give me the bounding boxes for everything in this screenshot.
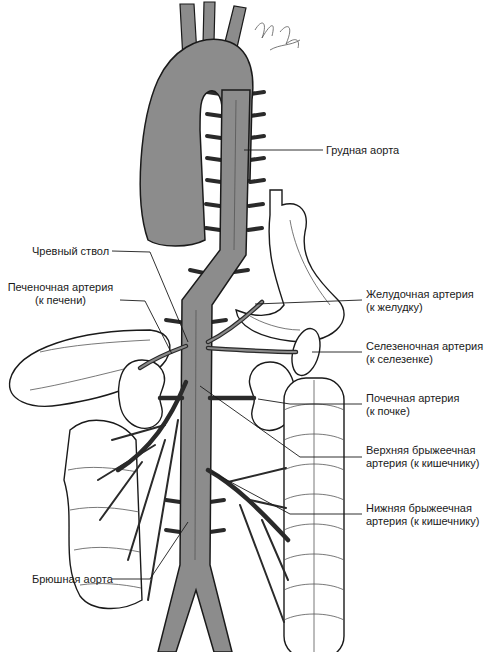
intercostal-artery bbox=[206, 204, 220, 206]
intercostal-artery bbox=[207, 180, 221, 182]
gastric-artery bbox=[208, 302, 262, 342]
anatomy-label: Селезеночная артерия (к селезенке) bbox=[366, 340, 487, 366]
leader-line bbox=[212, 472, 362, 514]
anatomy-label: Нижняя брыжеечная артерия (к кишечнику) bbox=[366, 502, 483, 528]
anatomy-label: Верхняя брыжеечная артерия (к кишечнику) bbox=[366, 444, 483, 470]
anatomy-label: Печеночная артерия (к печени) bbox=[6, 281, 115, 307]
descending-colon bbox=[284, 378, 344, 652]
intercostal-artery bbox=[190, 270, 204, 273]
intercostal-artery bbox=[250, 180, 264, 182]
lumbar-artery bbox=[166, 530, 180, 532]
intercostal-artery bbox=[207, 136, 221, 138]
splenic-artery bbox=[208, 348, 296, 352]
stomach-shading bbox=[250, 220, 330, 330]
lumbar-artery bbox=[210, 500, 224, 502]
anatomy-label: Почечная артерия (к почке) bbox=[366, 392, 463, 418]
hepatic-artery bbox=[140, 346, 186, 368]
lumbar-artery bbox=[166, 320, 180, 322]
leader-line bbox=[258, 399, 362, 404]
intercostal-artery bbox=[207, 114, 221, 116]
intercostal-artery bbox=[249, 204, 263, 206]
lumbar-artery bbox=[210, 530, 224, 532]
lumbar-artery bbox=[212, 320, 226, 322]
splenic-artery bbox=[208, 348, 296, 352]
anatomy-label: Желудочная артерия (к желудку) bbox=[366, 288, 477, 314]
anatomy-label: Брюшная аорта bbox=[32, 573, 113, 586]
gastric-artery bbox=[208, 302, 262, 342]
leader-line bbox=[312, 352, 362, 353]
kidney bbox=[119, 360, 165, 428]
anatomy-label: Чревный ствол bbox=[32, 245, 109, 258]
leader-line bbox=[255, 300, 362, 304]
hepatic-artery bbox=[140, 346, 186, 368]
superior-mesenteric-artery bbox=[118, 382, 186, 470]
leader-line bbox=[112, 251, 188, 342]
leader-line bbox=[200, 386, 362, 457]
anatomy-label: Грудная аорта bbox=[326, 144, 399, 157]
intercostal-artery bbox=[250, 136, 264, 138]
leader-line bbox=[244, 150, 323, 151]
intercostal-artery bbox=[206, 228, 220, 230]
colon-haustra bbox=[68, 467, 141, 588]
leader-line bbox=[112, 522, 188, 579]
descending-aorta bbox=[158, 90, 250, 652]
leader-line bbox=[120, 300, 172, 354]
intercostal-artery bbox=[248, 228, 262, 230]
mesenteric-branch bbox=[228, 468, 288, 622]
intercostal-artery bbox=[207, 158, 221, 160]
intercostal-artery bbox=[250, 158, 264, 160]
signature-squiggle bbox=[255, 23, 300, 50]
colon-haustra bbox=[284, 380, 344, 652]
stomach bbox=[236, 190, 344, 342]
lumbar-artery bbox=[166, 500, 180, 502]
